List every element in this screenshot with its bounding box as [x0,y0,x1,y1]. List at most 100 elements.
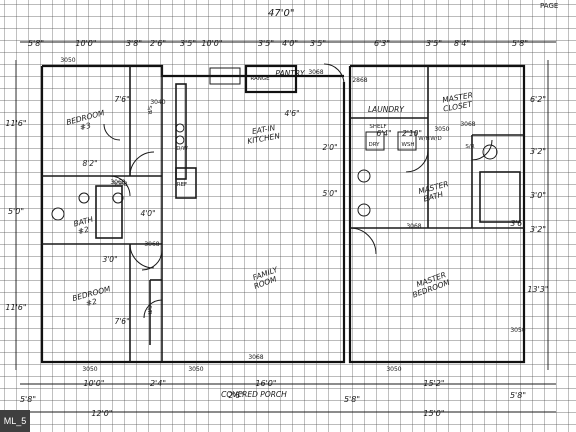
room-label-covered-porch: COVERED PORCH [221,390,287,399]
door-code-label: 3068 [144,241,159,248]
interior-dimension-label: 5'0" [322,189,337,198]
interior-dimension-label: 6'4" [376,129,391,138]
door-code-label: 3050 [434,126,449,133]
interior-dimension-label: 2'6" [228,391,243,400]
door-code-label: 3068 [112,181,127,188]
top-dimensions: 5'8"10'0"3'8"2'6"3'5"10'0"3'5"4'0"3'5"6'… [28,39,528,48]
door-code-label: 3068 [460,121,475,128]
bottom-dimension-label: 5'8" [510,391,526,400]
range-burner-icon [175,135,185,145]
door-code-label: 2868 [352,77,367,84]
top-dimension-label: 3'5" [310,39,326,48]
fixture-label: SHELF [369,124,386,130]
door-code-label: 3050 [60,57,75,64]
bottom-dimension-label: 5'8" [344,395,360,404]
bottom-dimensions: 5'8" 10'0" 2'4" 16'0" 5'8" 15'2" 5'8" 12'0" 15'0… [20,379,526,418]
fixture-label: S/R [146,305,152,314]
fixture-label: W/D [430,136,442,142]
range-burner-icon [175,123,185,133]
bottom-dimension-label: 16'0" [255,379,276,388]
fixture-label: RANGE [250,76,270,82]
top-dimension-label: 6'3" [374,39,390,48]
room-label-bedroom3: #3 [79,121,92,133]
interior-dimensions: 8'2" 7'6" 4'6" 4'0" 3'0" 2'0" 5'0" 7'6" 2'6" 6'4"… [82,95,525,400]
door-code-label: 3050 [82,366,97,373]
interior-dimension-label: 7'6" [114,317,129,326]
door-code-label: 3050 [386,366,401,373]
right-dimensions: 6'2" 3'2" 3'0" 3'2" 13'3" [527,95,548,294]
bottom-dimension-label: 5'8" [20,395,36,404]
interior-walls [42,66,524,362]
left-dimension-label: 11'6" [5,119,26,128]
sink-icon [78,192,90,204]
door-code-label: 3068 [110,179,125,186]
top-dimension-label: 10'0" [75,39,96,48]
door-code-label: 3040 [150,99,165,106]
room-label-bath2: #2 [77,225,90,237]
pantry-shelf-icon [209,67,241,85]
page-label: PAGE [540,2,558,10]
interior-dimension-label: 4'0" [140,209,155,218]
left-dimension-label: 5'0" [8,207,24,216]
top-dimension-label: 5'8" [28,39,44,48]
door-swings [103,63,493,319]
interior-dimension-label: 4'6" [284,109,299,118]
left-dimensions: 11'6" 5'0" 11'6" [5,119,26,312]
image-label-badge: ML_5 [0,410,30,432]
laundry-machine-icon [365,131,385,151]
door-code-label: 3068 [308,69,323,76]
bottom-dimension-label: 15'0" [423,409,444,418]
top-dimension-label: 10'0" [201,39,222,48]
dimension-lines [15,41,556,413]
bottom-dimension-label: 2'4" [150,379,166,388]
top-dimension-label: 8'4" [454,39,470,48]
laundry-machine-icon [397,131,417,151]
bottom-dimension-label: 12'0" [91,409,112,418]
fixture-label: W/H [418,136,429,142]
plumbing-fixtures [51,67,498,221]
interior-dimension-label: 7'6" [114,95,129,104]
door-code-label: 3068 [248,354,263,361]
interior-dimension-label: 3'6" [510,219,525,228]
fixture-labels: S/R S/R REF D/W W/H DRY WSH W/D S/R SHELF RANGE [146,76,475,315]
room-label-eat-in-kitchen: EAT-IN [251,123,276,136]
top-dimension-label: 3'5" [426,39,442,48]
right-dimension-label: 13'3" [527,285,548,294]
sink-icon [482,144,498,160]
sink-icon [357,169,371,183]
fixture-label: WSH [401,142,414,148]
toilet-icon [51,207,65,221]
top-dimension-label: 3'5" [258,39,274,48]
top-dimension-label: 5'8" [512,39,528,48]
top-dimension-label: 2'6" [150,39,166,48]
right-dimension-label: 6'2" [530,95,546,104]
right-dimension-label: 3'2" [530,147,546,156]
fixture-label: REF [177,182,187,188]
interior-dimension-label: 3'0" [102,255,117,264]
interior-dimension-label: 8'2" [82,159,97,168]
right-dimension-label: 3'2" [530,225,546,234]
fixture-label: DRY [368,142,380,148]
left-dimension-label: 11'6" [5,303,26,312]
sink-icon [112,192,124,204]
sink-icon [357,203,371,217]
door-code-label: 3068 [406,223,421,230]
right-dimension-label: 3'0" [530,191,546,200]
bottom-dimension-label: 10'0" [83,379,104,388]
door-code-label: 3050 [188,366,203,373]
fixture-label: D/W [176,146,188,152]
interior-dimension-label: 2'10" [402,129,422,138]
room-label-bedroom2: #2 [85,297,98,309]
fixture-label: S/R [146,105,152,114]
room-label-pantry: PANTRY [275,69,306,78]
bottom-dimension-label: 15'2" [423,379,444,388]
door-code-labels: 3050 3040 3068 3068 3050 3068 3050 3068 3050 3050… [60,57,525,373]
room-label-laundry: LAUNDRY [368,105,405,114]
interior-dimension-label: 2'0" [322,143,337,152]
fixture-label: S/R [465,144,474,150]
overall-width-dimension: 47'0" [268,8,294,19]
top-dimension-label: 4'0" [282,39,298,48]
door-code-label: 3050 [510,327,525,334]
top-dimension-label: 3'5" [180,39,196,48]
